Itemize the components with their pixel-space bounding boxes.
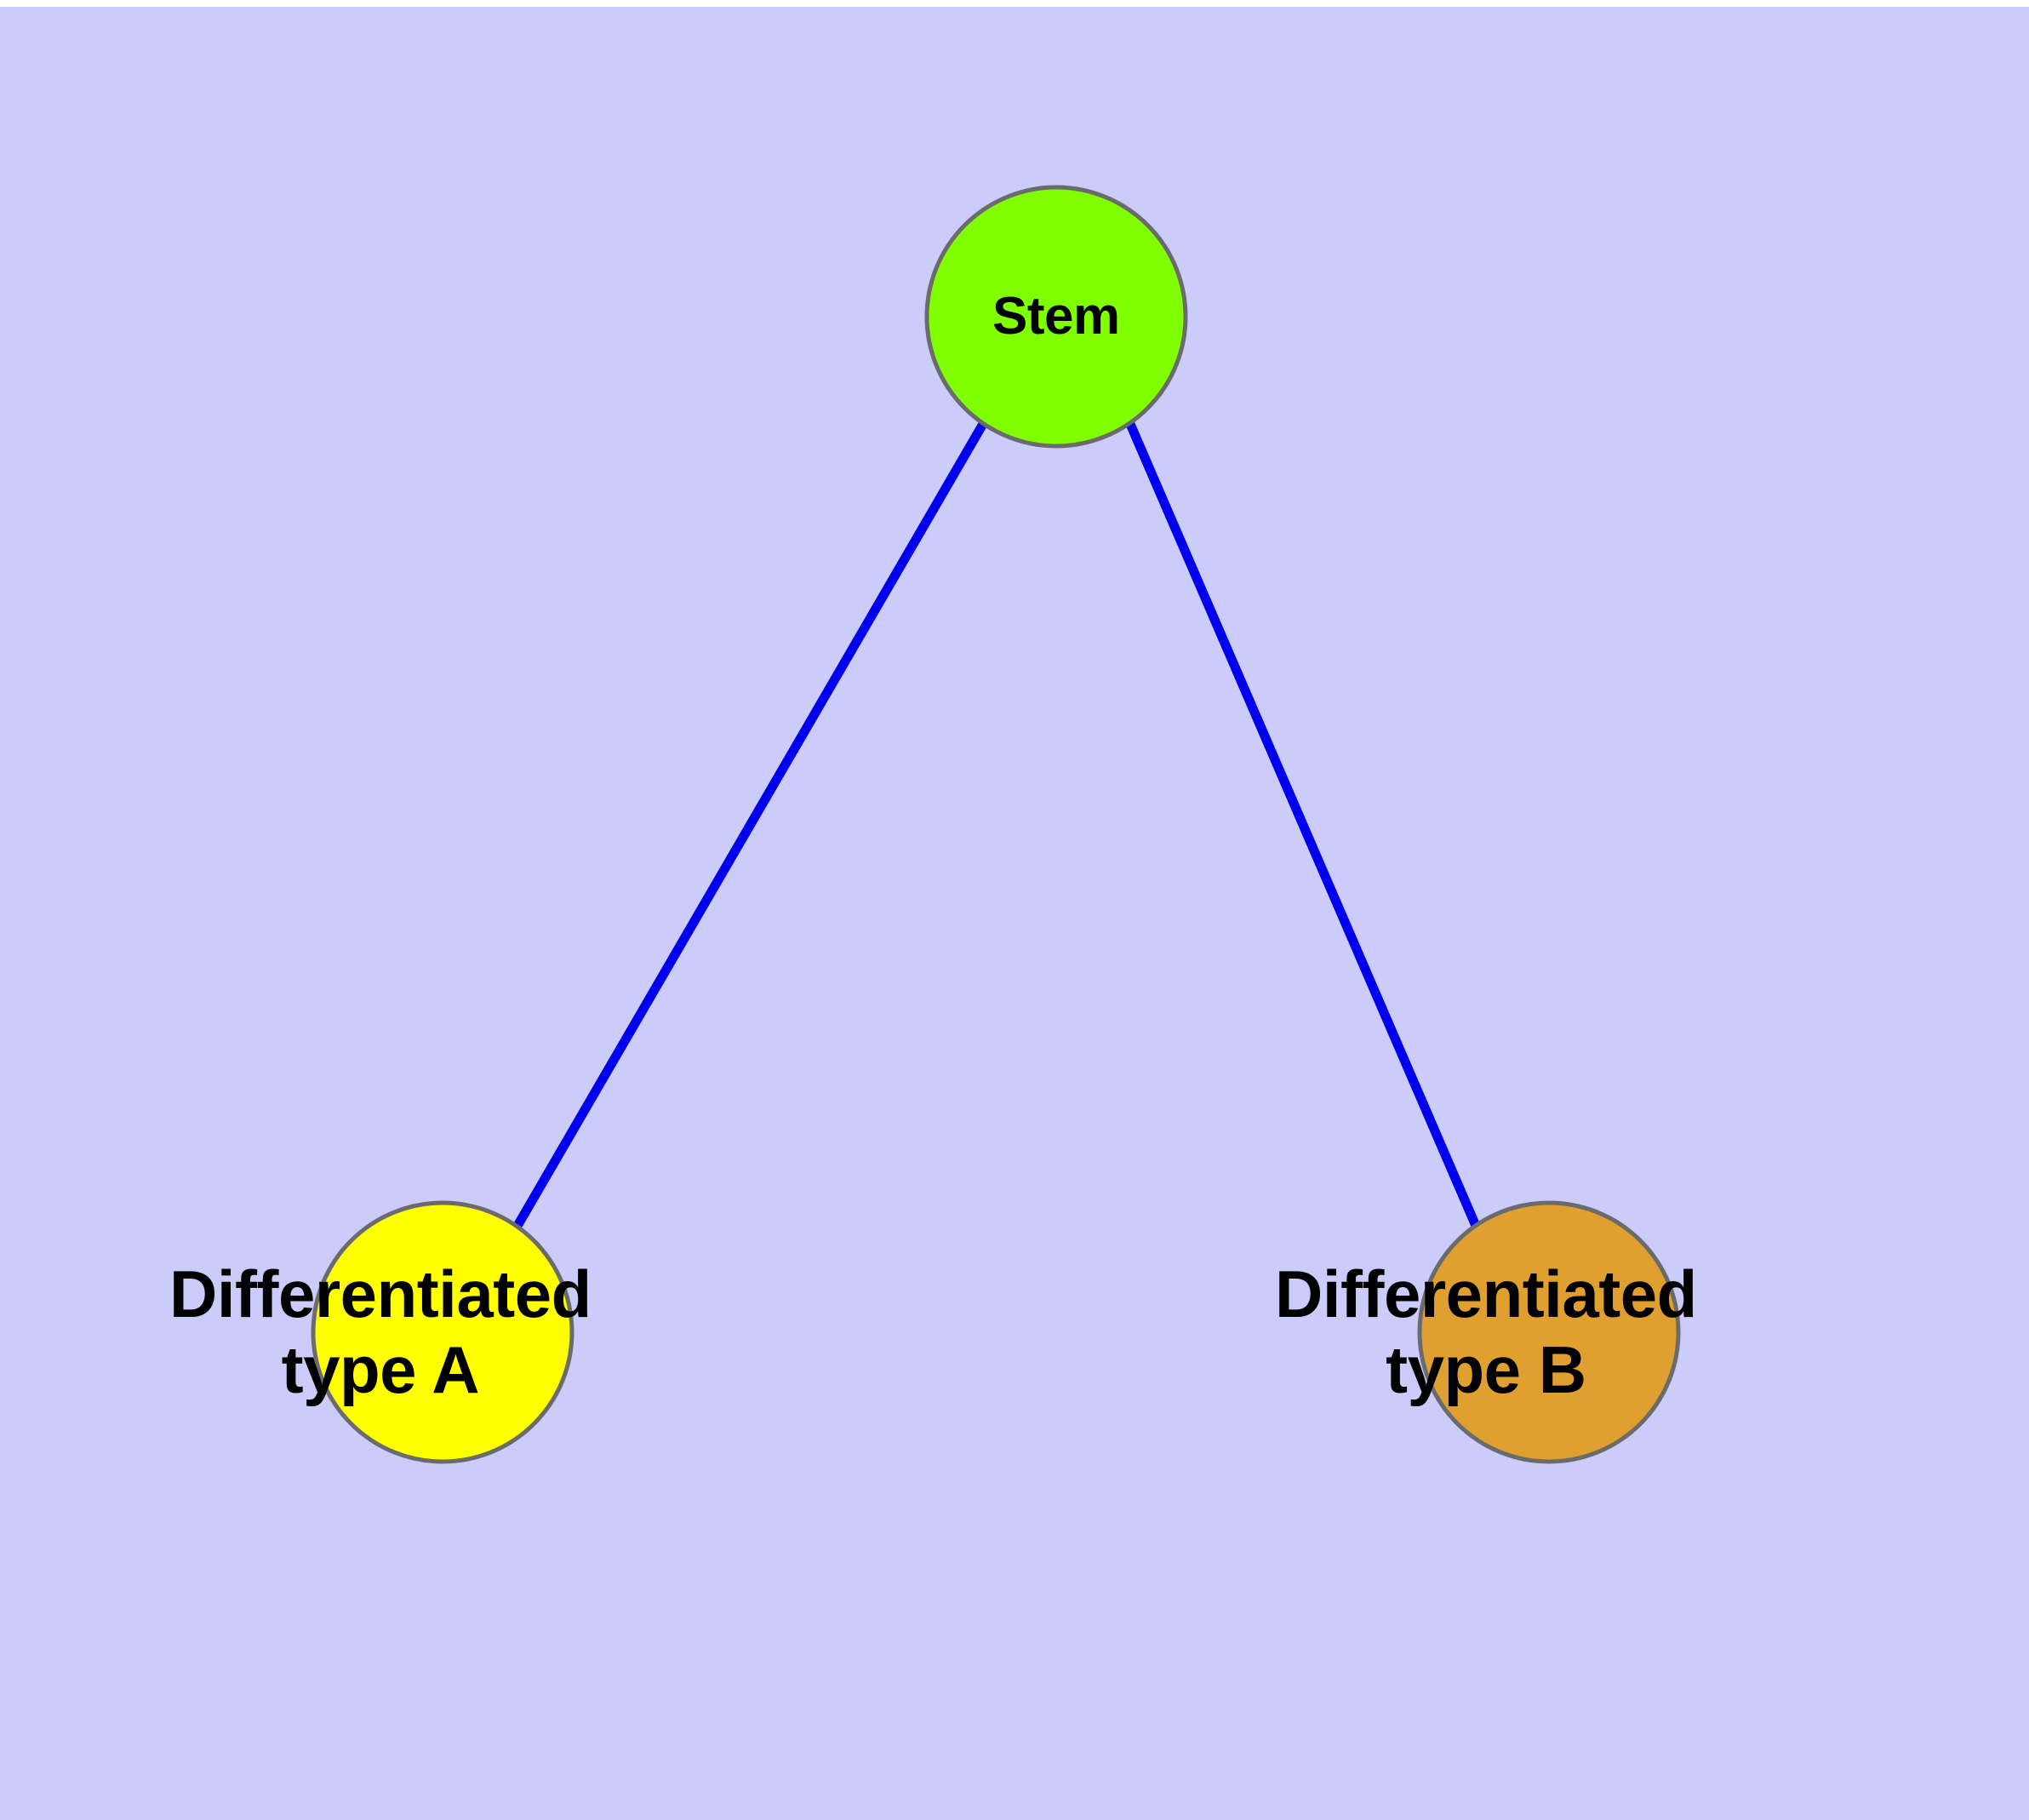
nodes-group bbox=[311, 185, 1681, 1464]
graph-svg bbox=[311, 185, 1681, 1464]
edges-group bbox=[513, 421, 1481, 1228]
graph-node-diff_a[interactable] bbox=[311, 1200, 574, 1464]
graph-edge-stem-to-diff-a[interactable] bbox=[513, 421, 987, 1228]
graph-edge-stem-to-diff-b[interactable] bbox=[1125, 421, 1481, 1228]
graph-node-diff_b[interactable] bbox=[1417, 1200, 1681, 1464]
graph-node-stem[interactable] bbox=[924, 185, 1188, 449]
